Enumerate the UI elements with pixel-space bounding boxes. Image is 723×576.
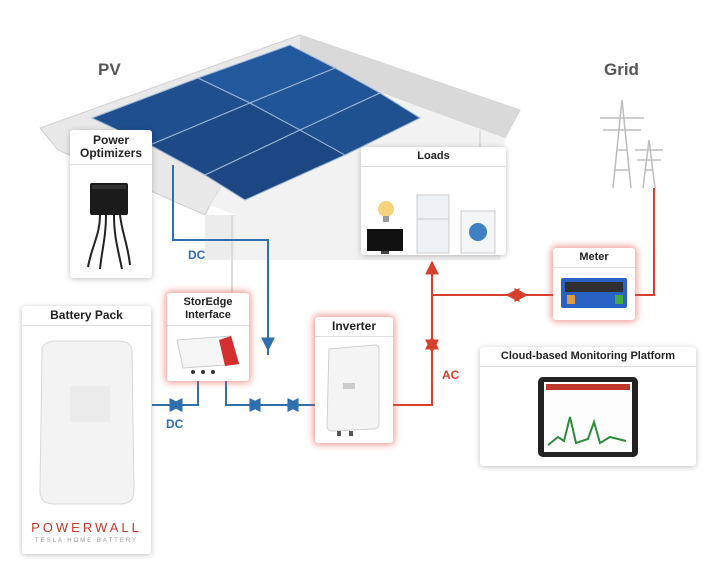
powerwall-subtitle: TESLA HOME BATTERY — [34, 538, 139, 544]
storedge-device-icon — [176, 335, 240, 374]
dc-label-top: DC — [188, 248, 206, 262]
tablet-dashboard-icon — [538, 377, 638, 457]
powerwall-battery-icon — [39, 340, 135, 505]
powerwall-brand: POWERWALL — [31, 520, 142, 535]
optimizer-device-icon — [87, 183, 131, 270]
grid-towers-icon — [600, 99, 663, 189]
pv-label: PV — [98, 60, 121, 79]
inverter-card: Inverter — [315, 317, 393, 443]
loads-title: Loads — [361, 147, 506, 167]
dc-wiring — [152, 165, 315, 412]
loads-appliances-icon — [367, 194, 496, 254]
battery-pack-title: Battery Pack — [22, 306, 151, 326]
power-optimizers-title: Power Optimizers — [70, 130, 152, 165]
solar-panels — [90, 44, 422, 201]
storedge-interface-title: StorEdge Interface — [167, 293, 249, 326]
storedge-interface-card: StorEdge Interface — [167, 293, 249, 381]
inverter-device-icon — [326, 344, 380, 436]
ac-label: AC — [442, 368, 460, 382]
dc-label-bottom: DC — [166, 417, 184, 431]
meter-card: Meter — [553, 248, 635, 320]
inverter-title: Inverter — [315, 317, 393, 337]
grid-label: Grid — [604, 60, 639, 79]
meter-device-icon — [561, 278, 627, 308]
battery-pack-card: Battery Pack POWERWALL TESLA HOME BATTER… — [22, 306, 151, 554]
cloud-monitoring-card: Cloud-based Monitoring Platform — [480, 347, 696, 466]
cloud-monitoring-title: Cloud-based Monitoring Platform — [480, 347, 696, 367]
ac-wiring — [393, 188, 655, 406]
loads-card: Loads — [361, 147, 506, 255]
power-optimizers-card: Power Optimizers — [70, 130, 152, 278]
meter-title: Meter — [553, 248, 635, 268]
